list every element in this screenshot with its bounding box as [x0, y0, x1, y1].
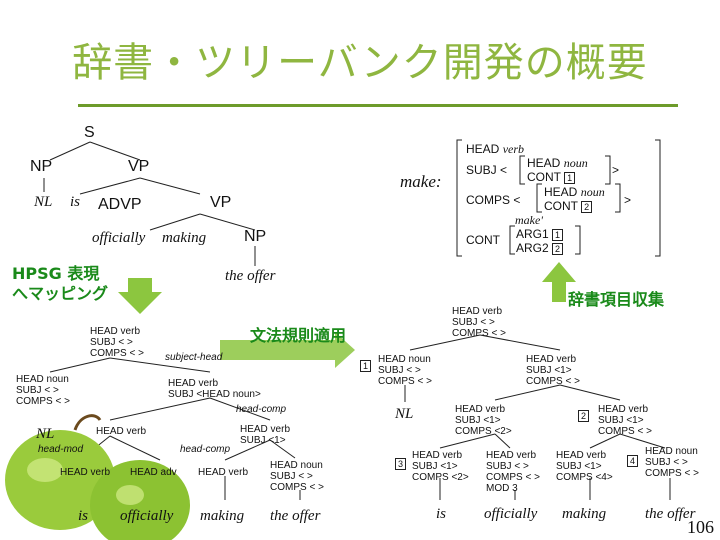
right-word-is: is — [436, 506, 447, 522]
left-word-the-offer: the offer — [270, 508, 321, 524]
right-word-nl: NL — [395, 406, 414, 422]
tree-node-np: NP — [30, 158, 53, 175]
label-hpsg-mapping: HPSG 表現 へマッピング — [12, 264, 109, 303]
make-arg2: ARG2 2 — [516, 241, 564, 255]
left-word-officially: officially — [120, 508, 174, 524]
right-tag-3: 3 — [395, 458, 407, 470]
rule-head-comp-2: head-comp — [180, 444, 231, 455]
make-subj-close: > — [612, 163, 620, 177]
apple-decoration — [5, 414, 190, 540]
left-word-making: making — [200, 508, 245, 524]
page-number: 106 — [687, 517, 714, 537]
make-cont: CONT — [466, 233, 500, 247]
label-grammar-rules: 文法規則適用 — [250, 326, 347, 345]
right-tag-1: 1 — [360, 360, 372, 372]
tree-node-vp2: VP — [210, 194, 232, 211]
title-underline — [78, 104, 678, 107]
up-arrow-right — [542, 262, 576, 302]
make-subj-cont: CONT 1 — [527, 170, 576, 184]
make-arg1: ARG1 1 — [516, 227, 564, 241]
make-comps-cont: CONT 2 — [544, 199, 593, 213]
make-subj-head: HEAD noun — [527, 156, 588, 170]
tree-node-vp: VP — [128, 158, 150, 175]
make-comps-head: HEAD noun — [544, 185, 605, 199]
tree-node-s: S — [84, 124, 95, 141]
down-arrow-left — [118, 278, 162, 314]
word-making: making — [162, 230, 207, 246]
left-head-verb: HEAD verb — [96, 426, 147, 437]
make-subj: SUBJ < — [466, 163, 508, 177]
page-title: 辞書・ツリーバンク開発の概要 — [72, 40, 648, 86]
left-leaf-adv: HEAD adv — [130, 467, 177, 478]
left-leaf-verb: HEAD verb — [60, 467, 111, 478]
word-officially: officially — [92, 230, 146, 246]
tree-node-np2: NP — [244, 228, 267, 245]
word-nl: NL — [34, 194, 53, 210]
right-word-the-offer: the offer — [645, 506, 696, 522]
left-word-is: is — [78, 508, 89, 524]
make-comps-close: > — [624, 193, 632, 207]
make-head: HEAD verb — [466, 142, 525, 156]
left-word-nl: NL — [36, 426, 55, 442]
rule-head-mod: head-mod — [38, 444, 84, 455]
make-entry-word: make: — [400, 172, 442, 191]
label-lexicon-collection: 辞書項目収集 — [568, 290, 665, 309]
make-rel: make' — [515, 213, 543, 227]
word-the-offer: the offer — [225, 268, 276, 284]
rule-head-comp: head-comp — [236, 404, 287, 415]
right-tag-4: 4 — [627, 455, 639, 467]
tree-node-advp: ADVP — [98, 196, 142, 213]
right-word-officially: officially — [484, 506, 538, 522]
rule-subject-head: subject-head — [165, 352, 223, 363]
make-comps: COMPS < — [466, 193, 521, 207]
right-word-making: making — [562, 506, 607, 522]
word-is: is — [70, 194, 81, 210]
right-arrow-middle — [220, 332, 355, 368]
right-tag-2: 2 — [578, 410, 590, 422]
left-leaf-verb2: HEAD verb — [198, 467, 249, 478]
